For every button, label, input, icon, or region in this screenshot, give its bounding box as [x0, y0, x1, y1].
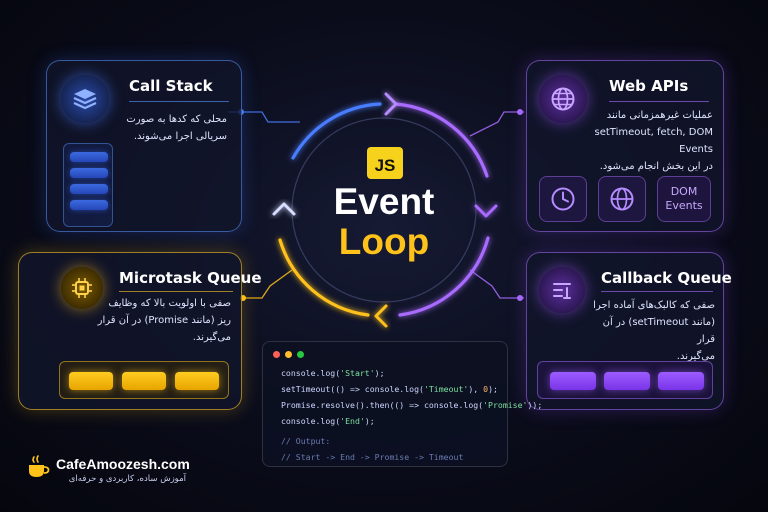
microtask-slots	[59, 361, 229, 399]
callback-slot	[658, 372, 704, 390]
code-line-2: setTimeout(() => console.log('Timeout'),…	[281, 384, 498, 394]
code-line-1: console.log('Start');	[281, 368, 385, 378]
callback-slots	[537, 361, 713, 399]
microtask-desc-line1: صفی با اولویت بالا که وظایف	[108, 298, 231, 309]
web-apis-desc-line1: عملیات غیرهمزمانی مانند	[606, 110, 713, 121]
web-apis-rule	[609, 101, 709, 102]
call-stack-badge	[61, 75, 109, 123]
js-badge-label: JS	[374, 156, 396, 175]
callback-slot	[550, 372, 596, 390]
globe-icon	[551, 87, 575, 111]
globe-icon	[610, 187, 634, 211]
code-window: console.log('Start'); setTimeout(() => c…	[262, 341, 542, 467]
queue-list-icon	[553, 283, 571, 299]
web-api-tile-dom-events: DOM Events	[657, 176, 711, 222]
loop-arrow-top	[384, 92, 398, 116]
call-stack-desc-line1: محلی که کدها به صورت	[126, 114, 227, 125]
window-maximize-dot	[297, 351, 304, 358]
event-loop-title-line2: Loop	[338, 221, 430, 262]
web-apis-desc-line2: setTimeout, fetch, DOM Events	[594, 127, 713, 155]
call-stack-desc-line2: سریالی اجرا می‌شوند.	[133, 131, 227, 142]
web-apis-desc-line3: در این بخش انجام می‌شود.	[599, 161, 713, 172]
connector-web-apis	[469, 111, 524, 137]
event-loop-title: Event Loop	[304, 182, 464, 262]
microtask-queue-card: Microtask Queue صفی با اولویت بالا که وظ…	[18, 252, 262, 410]
microtask-slot	[122, 372, 166, 390]
web-apis-title: Web APIs	[609, 77, 689, 95]
loop-arrow-right	[474, 204, 498, 218]
microtask-rule	[119, 291, 233, 292]
microtask-badge	[61, 267, 103, 309]
stack-frame	[70, 200, 108, 210]
microtask-desc: صفی با اولویت بالا که وظایف ریز (مانند P…	[89, 295, 231, 346]
dom-events-line1: DOM	[670, 185, 698, 198]
loop-arc-purple-top	[394, 102, 489, 178]
web-apis-desc: عملیات غیرهمزمانی مانند setTimeout, fetc…	[585, 107, 713, 175]
code-comment-2: // Start -> End -> Promise -> Timeout	[281, 452, 464, 462]
microtask-desc-line3: می‌گیرند.	[192, 332, 231, 343]
call-stack-desc: محلی که کدها به صورت سریالی اجرا می‌شوند…	[117, 111, 227, 145]
call-stack-card: Call Stack محلی که کدها به صورت سریالی ا…	[46, 60, 242, 232]
stack-frame	[70, 184, 108, 194]
callback-rule	[601, 291, 713, 292]
code-line-4: console.log('End');	[281, 416, 375, 426]
window-minimize-dot	[285, 351, 292, 358]
microtask-slot	[69, 372, 113, 390]
chip-icon	[72, 278, 92, 298]
layers-icon	[73, 89, 97, 110]
loop-arrow-left	[272, 202, 296, 216]
callback-desc: صفی که کالبک‌های آماده اجرا (مانند setTi…	[587, 297, 715, 365]
callback-slot	[604, 372, 650, 390]
microtask-desc-line2: ریز (مانند Promise) در آن قرار	[97, 315, 231, 326]
stack-frame	[70, 152, 108, 162]
call-stack-rule	[129, 101, 229, 102]
callback-desc-line1: صفی که کالبک‌های آماده اجرا	[593, 300, 715, 311]
web-apis-card: Web APIs عملیات غیرهمزمانی مانند setTime…	[526, 60, 724, 232]
call-stack-title: Call Stack	[129, 77, 213, 95]
brand-tagline: آموزش ساده، کاربردی و حرفه‌ای	[68, 474, 186, 484]
web-api-tile-timer	[539, 176, 587, 222]
connector-dot-web-apis	[517, 109, 523, 115]
window-close-dot	[273, 351, 280, 358]
callback-desc-line3: می‌گیرند.	[676, 351, 715, 362]
loop-arrow-bottom	[374, 304, 388, 328]
callback-desc-line2: (مانند setTimeout) در آن قرار	[602, 317, 715, 345]
loop-arc-purple-bottom	[398, 236, 490, 317]
connector-microtask	[243, 269, 293, 299]
dom-events-line2: Events	[665, 199, 703, 212]
web-api-tile-fetch	[598, 176, 646, 222]
connector-call-stack	[228, 111, 300, 123]
callback-title: Callback Queue	[601, 269, 732, 287]
loop-arc-yellow	[278, 238, 370, 317]
coffee-cup-icon	[29, 455, 50, 477]
loop-arc-blue	[291, 102, 382, 160]
stack-container	[63, 143, 113, 227]
callback-queue-card: Callback Queue صفی که کالبک‌های آماده اج…	[526, 252, 732, 410]
stack-frame	[70, 168, 108, 178]
code-line-3: Promise.resolve().then(() => console.log…	[281, 400, 543, 410]
event-loop-title-line1: Event	[333, 181, 435, 222]
web-apis-badge	[539, 75, 587, 123]
callback-badge	[539, 267, 585, 313]
connector-callback	[469, 269, 524, 299]
microtask-title: Microtask Queue	[119, 269, 262, 287]
connector-dot-callback	[517, 295, 523, 301]
microtask-slot	[175, 372, 219, 390]
clock-icon	[551, 187, 575, 211]
code-comment-1: // Output:	[281, 436, 331, 446]
js-badge: JS	[367, 147, 403, 179]
brand-name: CafeAmoozesh.com	[56, 456, 190, 472]
